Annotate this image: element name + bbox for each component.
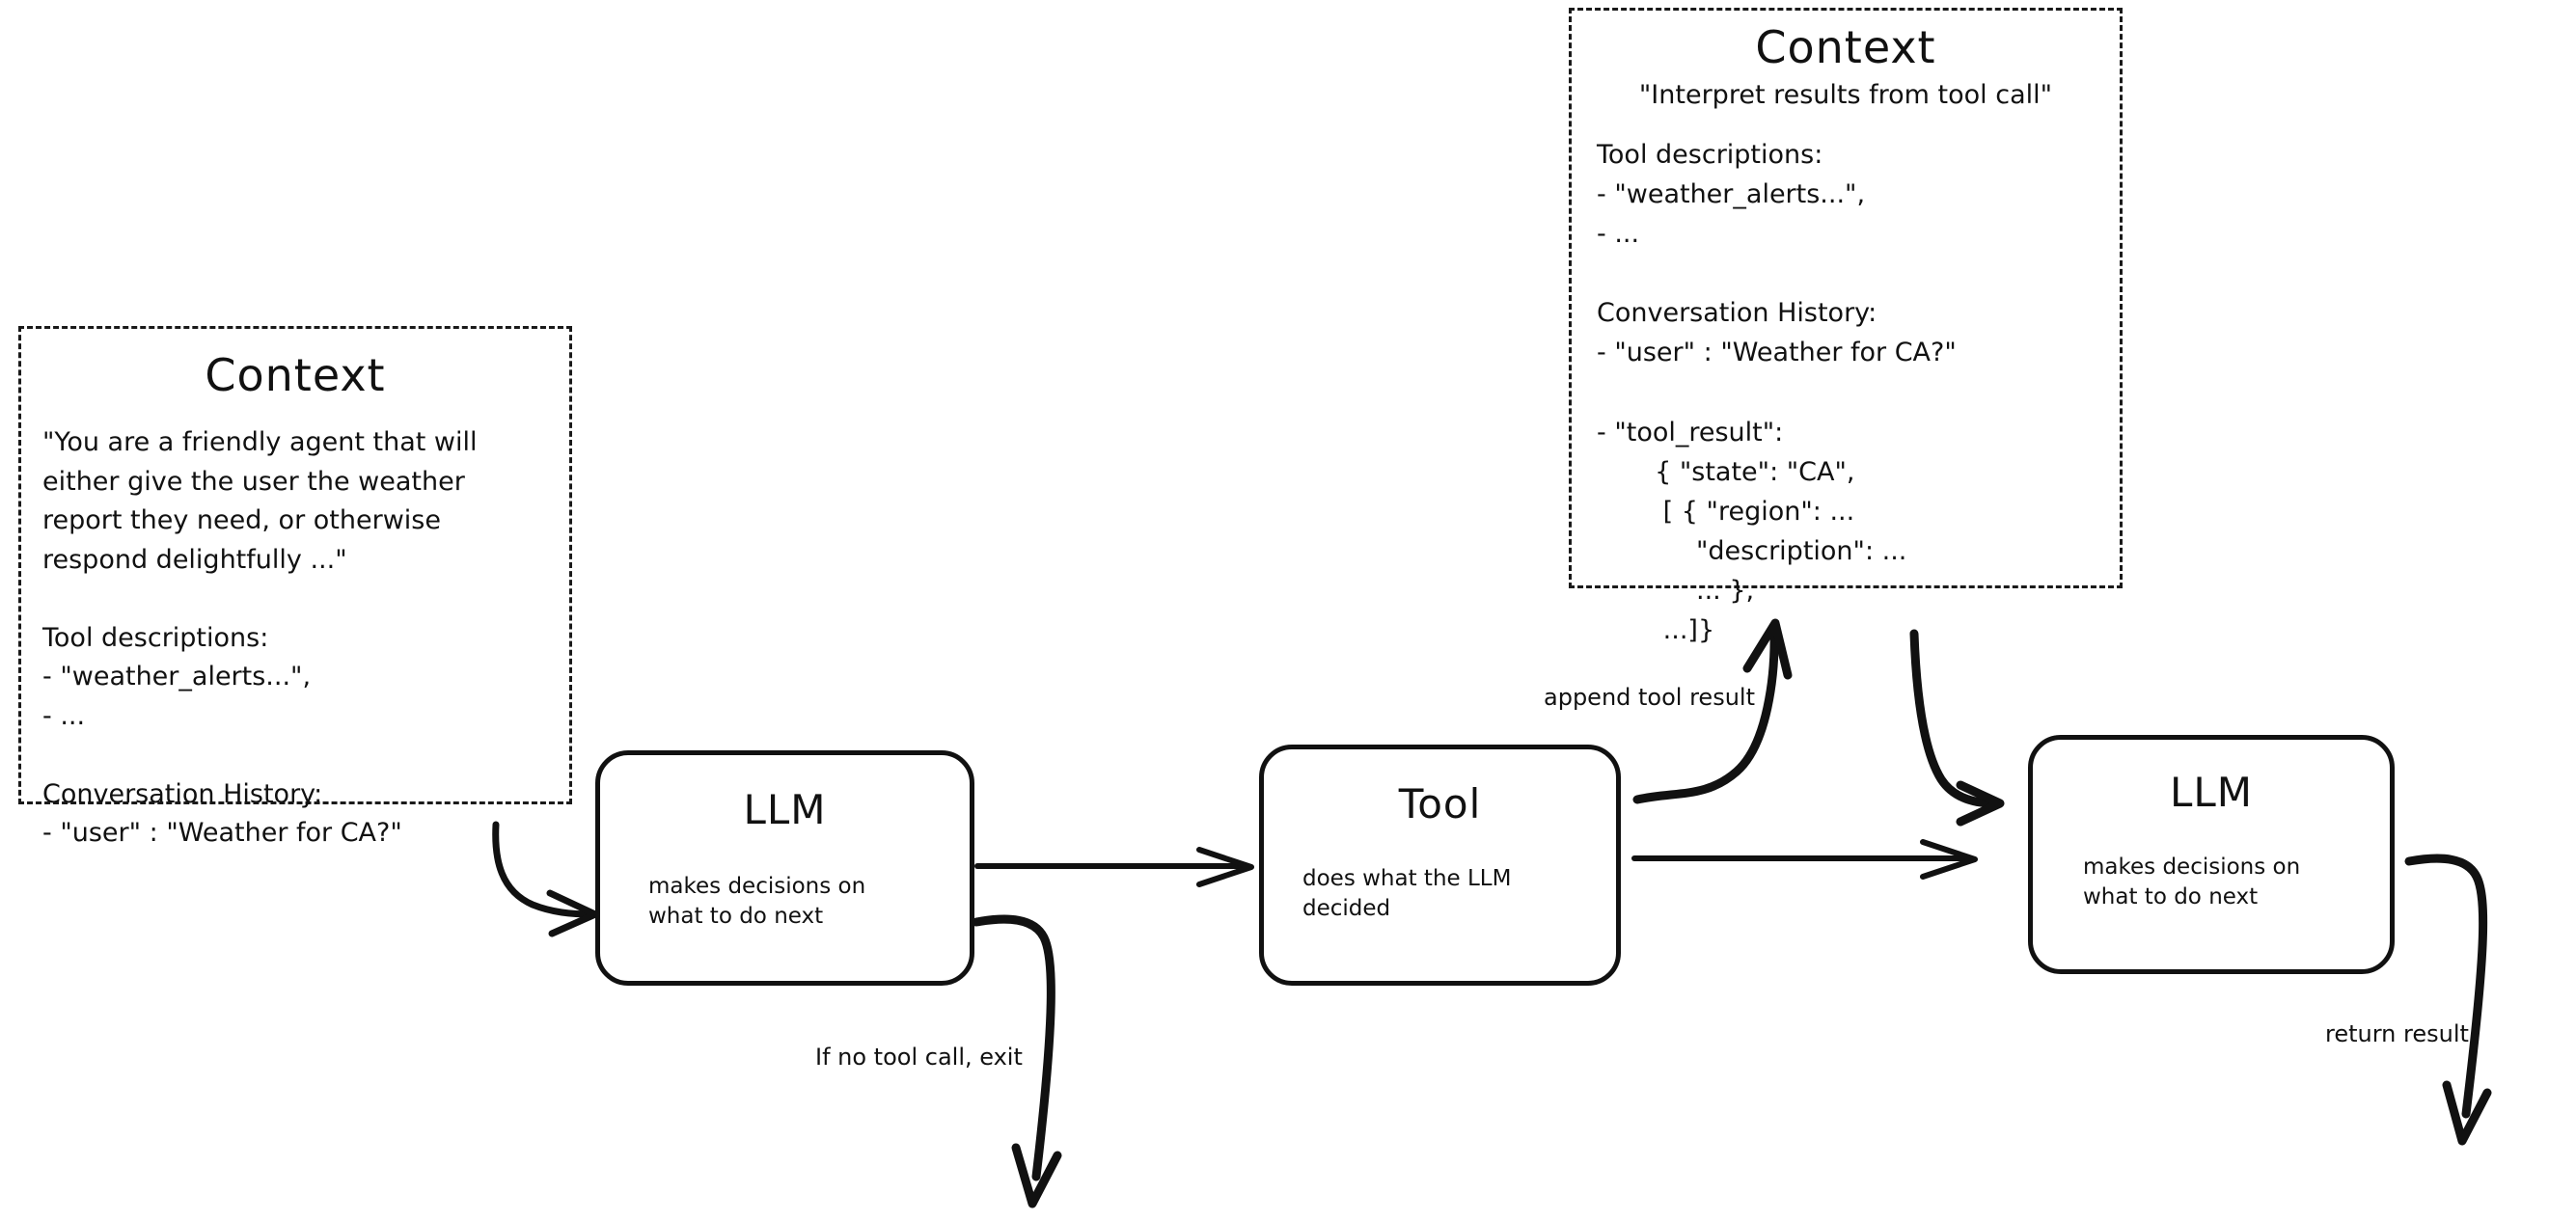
context-right-title: Context bbox=[1755, 21, 1936, 73]
node-tool-title: Tool bbox=[1398, 780, 1482, 828]
node-llm-second-subtitle: makes decisions on what to do next bbox=[2083, 855, 2301, 910]
context-box-after-tool: Context "Interpret results from tool cal… bbox=[1569, 8, 2123, 645]
edge-context-right-to-llm2 bbox=[1909, 629, 2005, 827]
node-llm-first[interactable]: LLM makes decisions on what to do next bbox=[595, 750, 974, 986]
node-llm-first-subtitle: makes decisions on what to do next bbox=[648, 874, 866, 930]
edge-llm1-to-tool bbox=[974, 847, 1254, 887]
context-box-initial: Context "You are a friendly agent that w… bbox=[18, 326, 572, 848]
edge-return-result bbox=[2404, 854, 2492, 1146]
edge-label-return-result: return result bbox=[2325, 1020, 2469, 1047]
edge-tool-to-llm2 bbox=[1631, 839, 1978, 880]
node-llm-second[interactable]: LLM makes decisions on what to do next bbox=[2028, 735, 2395, 974]
context-right-body: Tool descriptions: - "weather_alerts..."… bbox=[1597, 140, 1957, 645]
node-llm-second-title: LLM bbox=[2169, 769, 2254, 816]
node-tool[interactable]: Tool does what the LLM decided bbox=[1259, 745, 1621, 986]
node-llm-first-title: LLM bbox=[743, 786, 827, 833]
edge-label-append-tool-result: append tool result bbox=[1544, 684, 1755, 711]
context-right-lead: "Interpret results from tool call" bbox=[1638, 80, 2053, 111]
context-left-title: Context bbox=[205, 349, 386, 401]
context-left-body: "You are a friendly agent that will eith… bbox=[42, 427, 478, 849]
node-tool-subtitle: does what the LLM decided bbox=[1302, 866, 1512, 922]
edge-label-if-no-tool-call-exit: If no tool call, exit bbox=[815, 1044, 1023, 1071]
